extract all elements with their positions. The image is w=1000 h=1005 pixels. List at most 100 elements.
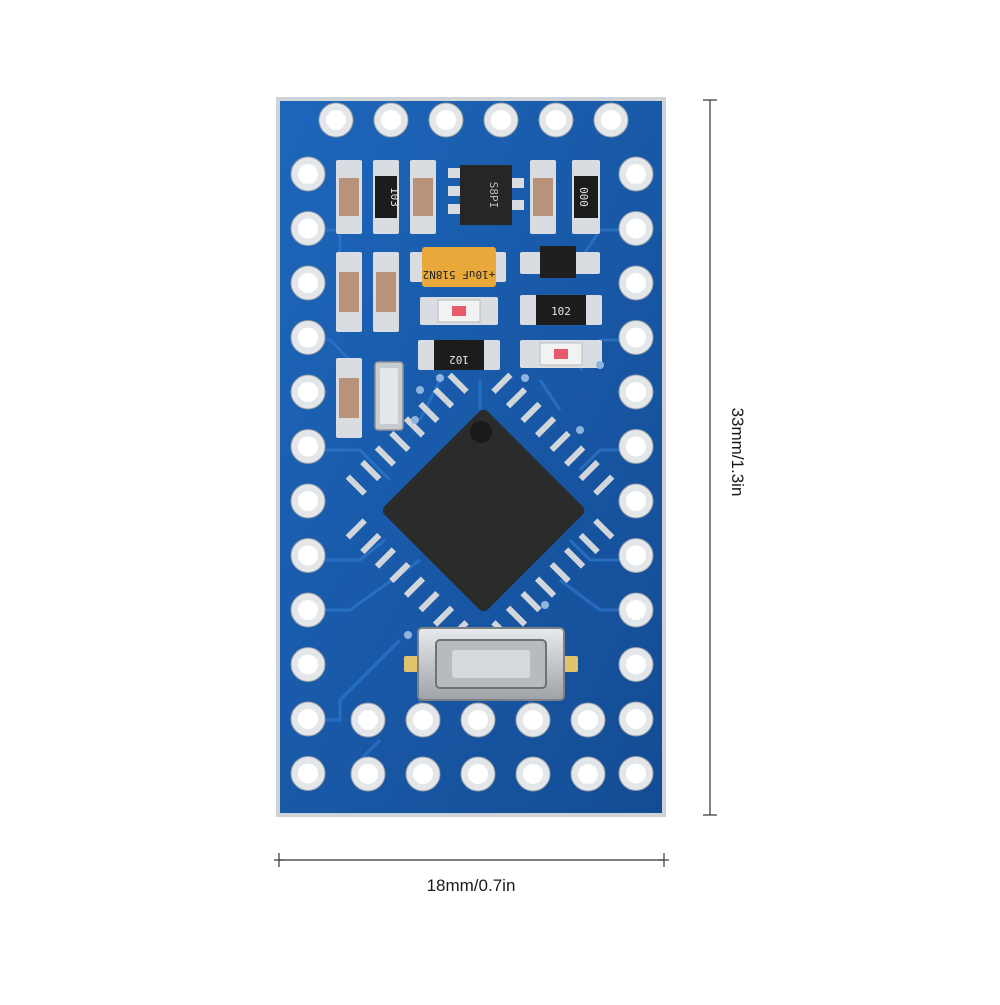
mcu-pin: [593, 474, 615, 496]
mcu-pin: [345, 518, 367, 540]
tantalum-capacitor: +10uF 518N2: [410, 247, 506, 287]
resistor-r2-marking: 000: [577, 187, 590, 207]
resistor-r3-marking: 102: [551, 305, 571, 318]
pin-hole: [626, 600, 646, 620]
microcontroller-chip: [382, 409, 585, 612]
mcu-pin: [418, 401, 440, 423]
mcu-pin: [389, 430, 411, 453]
header-pin-holes: [290, 102, 654, 792]
mcu-pin: [564, 445, 586, 467]
pin-hole: [298, 545, 318, 566]
mcu-pin: [534, 416, 557, 438]
pin-hole: [626, 545, 646, 566]
capacitor-c4: [336, 252, 362, 332]
pin-hole: [626, 654, 646, 675]
resistor-r4: 102: [418, 340, 500, 370]
pin-hole: [298, 218, 318, 239]
capacitor-c5: [373, 252, 399, 332]
crystal: [374, 361, 404, 431]
capacitor-c3: [530, 160, 556, 234]
pin-hole: [601, 110, 621, 130]
pin-hole: [298, 273, 318, 293]
pin-hole: [546, 110, 566, 130]
mcu-pin: [360, 459, 382, 482]
pin-hole: [298, 654, 318, 675]
pin-hole: [358, 710, 378, 730]
resistor-r3: 102: [520, 295, 602, 325]
mcu-pin: [432, 605, 455, 627]
reset-button[interactable]: [404, 627, 578, 701]
pin-hole: [626, 164, 646, 184]
mcu-pin: [447, 372, 469, 394]
mcu-pin: [593, 518, 615, 540]
pin-hole: [626, 709, 646, 729]
pin-hole: [358, 764, 378, 784]
capacitor-c6: [336, 358, 362, 438]
pin-hole: [626, 491, 646, 511]
pin-hole: [298, 382, 318, 402]
pin-hole: [523, 710, 543, 730]
pin-hole: [436, 110, 456, 130]
mcu-pin: [403, 576, 426, 598]
led-2: [520, 340, 602, 368]
mcu-pin: [403, 416, 426, 438]
pin-hole: [626, 382, 646, 402]
pin-hole: [491, 110, 511, 130]
pin-hole: [626, 273, 646, 293]
mcu-pin: [505, 605, 528, 627]
pin-hole: [468, 710, 488, 730]
pin-hole: [298, 327, 318, 348]
mcu-pin: [505, 387, 528, 409]
mcu-pin: [520, 401, 542, 423]
pin-hole: [298, 436, 318, 457]
tantalum-marking: +10uF 518N2: [423, 268, 496, 281]
pin-hole: [578, 710, 598, 730]
resistor-r1-marking: 103: [388, 187, 401, 207]
pin-hole: [626, 763, 646, 784]
pin-hole: [298, 763, 318, 784]
height-dimension: [703, 99, 717, 816]
led-1: [420, 297, 498, 325]
pin-hole: [626, 436, 646, 457]
mcu-pin: [374, 445, 396, 467]
width-dimension: [274, 853, 669, 867]
pin-hole: [326, 110, 346, 130]
regulator-marking: S8PI: [487, 182, 500, 209]
mcu-pin: [534, 576, 557, 598]
mcu-pin: [432, 387, 455, 409]
pin-hole: [578, 764, 598, 784]
vias: [404, 361, 604, 639]
mcu-pin: [549, 430, 571, 453]
mcu-pin: [578, 459, 600, 482]
diode: [520, 246, 600, 278]
pin-hole: [523, 764, 543, 784]
pin-hole: [298, 491, 318, 511]
pin-hole: [381, 110, 401, 130]
pin-hole: [413, 764, 433, 784]
height-dimension-label: 33mm/1.3in: [728, 408, 747, 497]
resistor-r4-marking: 102: [449, 353, 469, 366]
capacitor-c1: [336, 160, 362, 234]
mcu-pin: [418, 591, 440, 613]
smd-components: 103 S8PI 000: [336, 160, 615, 701]
mcu-pin: [564, 547, 586, 569]
mcu-pin: [549, 561, 571, 584]
pin-hole: [298, 600, 318, 620]
mcu-pin: [374, 547, 396, 569]
pin-hole: [298, 709, 318, 729]
voltage-regulator: S8PI: [448, 165, 524, 225]
pin-hole: [626, 327, 646, 348]
pin-hole: [413, 710, 433, 730]
mcu-pin: [345, 474, 367, 496]
pin-hole: [468, 764, 488, 784]
mcu-pin: [389, 561, 411, 584]
mcu-pin: [520, 591, 542, 613]
capacitor-c2: [410, 160, 436, 234]
pin-hole: [298, 164, 318, 184]
mcu-pin: [360, 532, 382, 555]
resistor-r1: 103: [373, 160, 401, 234]
mcu-pin: [491, 372, 513, 394]
pin-hole: [626, 218, 646, 239]
mcu-pin: [578, 532, 600, 555]
